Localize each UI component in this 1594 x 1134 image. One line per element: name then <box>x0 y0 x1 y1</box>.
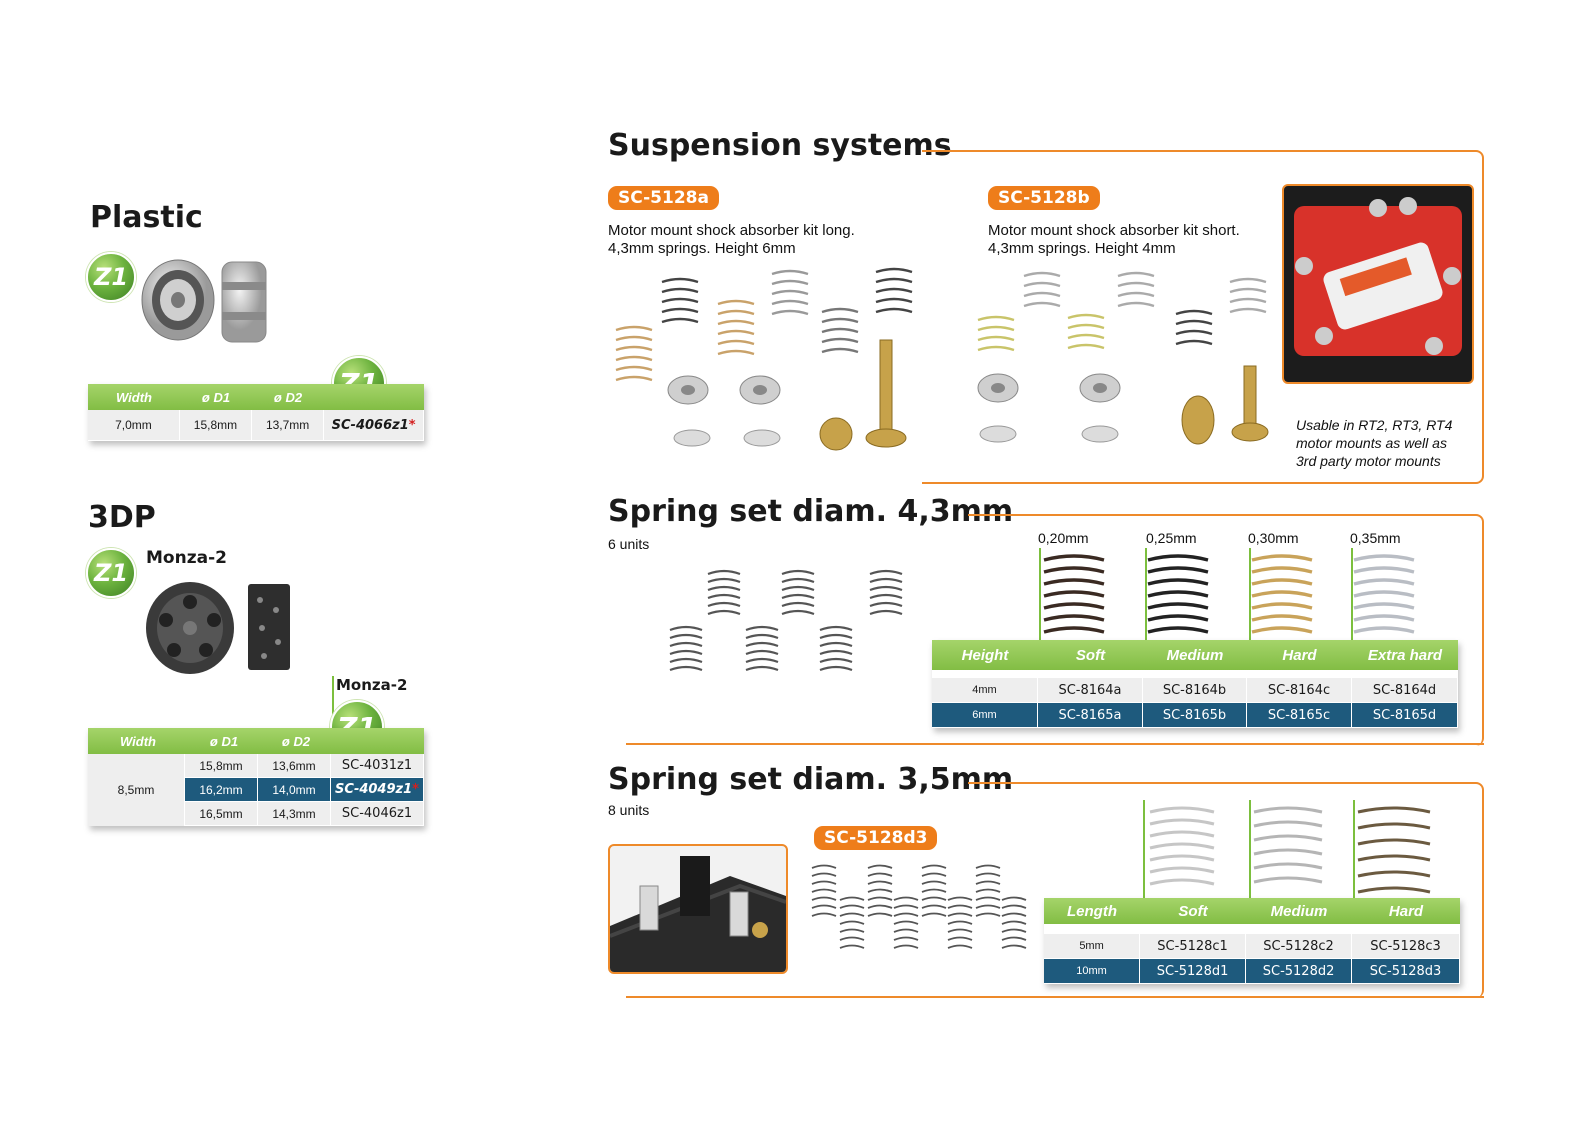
gauge-label: 0,35mm <box>1350 530 1401 546</box>
col-d2: ø D2 <box>273 389 303 405</box>
spring43-table: Height Soft Medium Hard Extra hard 4mm S… <box>932 640 1459 728</box>
spring43-title: Spring set diam. 4,3mm <box>608 494 1014 529</box>
product-code: SC-5128d1 <box>1140 959 1247 983</box>
product-code: SC-5128c2 <box>1246 934 1353 958</box>
table-row-selected: 6mm SC-8165a SC-8165b SC-8165c SC-8165d <box>932 703 1459 728</box>
section-bottom-line <box>626 743 1484 745</box>
product-code: SC-8164a <box>1038 678 1143 702</box>
gauge-label: 0,20mm <box>1038 530 1089 546</box>
table-row-selected: 16,2mm 14,0mm SC-4049z1* <box>185 778 424 802</box>
plastic-table: Width ø D1 ø D2 7,0mm 15,8mm 13,7mm SC-4… <box>88 384 424 441</box>
section-bottom-line <box>626 996 1484 998</box>
suspension-title: Suspension systems <box>608 128 952 163</box>
product-code: SC-8165c <box>1247 703 1353 727</box>
product-code: SC-4046z1 <box>331 802 424 825</box>
spring35-set-image <box>811 864 1027 949</box>
kit-b-description: Motor mount shock absorber kit short. 4,… <box>988 222 1240 257</box>
kit-a-code: SC-5128a <box>608 186 719 210</box>
table-row: 7,0mm 15,8mm 13,7mm SC-4066z1* <box>88 410 424 441</box>
plastic-wheel-image <box>141 259 267 343</box>
section-frame <box>968 782 1484 998</box>
section-frame <box>968 514 1484 746</box>
plastic-title: Plastic <box>90 200 203 235</box>
3dp-table: Width ø D1 ø D2 8,5mm 15,8mm 13,6mm SC-4… <box>88 728 424 826</box>
compatibility-note: Usable in RT2, RT3, RT4 motor mounts as … <box>1296 417 1453 469</box>
gauge-label: 0,30mm <box>1248 530 1299 546</box>
spring43-stiffness-image <box>1043 554 1415 634</box>
table-row: 16,5mm 14,3mm SC-4046z1 <box>185 802 424 826</box>
col-width: Width <box>116 389 152 405</box>
kit-a-description: Motor mount shock absorber kit long. 4,3… <box>608 222 855 257</box>
product-code: SC-5128c3 <box>1352 934 1461 958</box>
product-code: SC-8165b <box>1143 703 1248 727</box>
spring35-table: Length Soft Medium Hard 5mm SC-5128c1 SC… <box>1044 898 1461 984</box>
spring35-units: 8 units <box>608 802 650 818</box>
product-code: SC-8164d <box>1352 678 1459 702</box>
spring35-title: Spring set diam. 3,5mm <box>608 762 1014 797</box>
table-label-line <box>332 676 334 726</box>
product-code: SC-4031z1 <box>331 754 424 777</box>
z1-badge: Z1 <box>86 252 136 302</box>
monza-wheel-image <box>146 582 290 674</box>
table-row: 5mm SC-5128c1 SC-5128c2 SC-5128c3 <box>1044 934 1461 959</box>
col-d1: ø D1 <box>201 389 231 405</box>
z1-badge: Z1 <box>86 548 136 598</box>
product-code: SC-8164c <box>1247 678 1353 702</box>
spring35-stiffness-image <box>1149 806 1431 894</box>
product-code: SC-5128d3 <box>1352 959 1461 983</box>
kit-b-code: SC-5128b <box>988 186 1100 210</box>
table-row-selected: 10mm SC-5128d1 SC-5128d2 SC-5128d3 <box>1044 959 1461 984</box>
width-cell: 8,5mm <box>88 754 185 826</box>
motor-mount-photo <box>1282 184 1474 384</box>
product-name: Monza-2 <box>146 548 227 568</box>
chassis-photo <box>608 844 788 974</box>
product-code: SC-4066z1 <box>331 417 409 433</box>
table-product-label: Monza-2 <box>336 676 408 694</box>
spring43-units: 6 units <box>608 536 650 552</box>
spring43-set-image <box>669 569 903 672</box>
spring35-kit-code: SC-5128d3 <box>814 826 938 850</box>
kit-b-parts-image <box>977 271 1269 445</box>
3dp-title: 3DP <box>88 500 156 535</box>
section-frame <box>922 150 1484 484</box>
product-code: SC-5128c1 <box>1140 934 1247 958</box>
table-row: 4mm SC-8164a SC-8164b SC-8164c SC-8164d <box>932 678 1459 703</box>
table-row: 15,8mm 13,6mm SC-4031z1 <box>185 754 424 778</box>
product-code: SC-8164b <box>1143 678 1248 702</box>
product-code: SC-5128d2 <box>1246 959 1353 983</box>
kit-a-parts-image <box>615 267 913 451</box>
gauge-label: 0,25mm <box>1146 530 1197 546</box>
product-code: SC-8165a <box>1038 703 1143 727</box>
product-code: SC-4049z1 <box>335 782 413 797</box>
product-code: SC-8165d <box>1352 703 1459 727</box>
